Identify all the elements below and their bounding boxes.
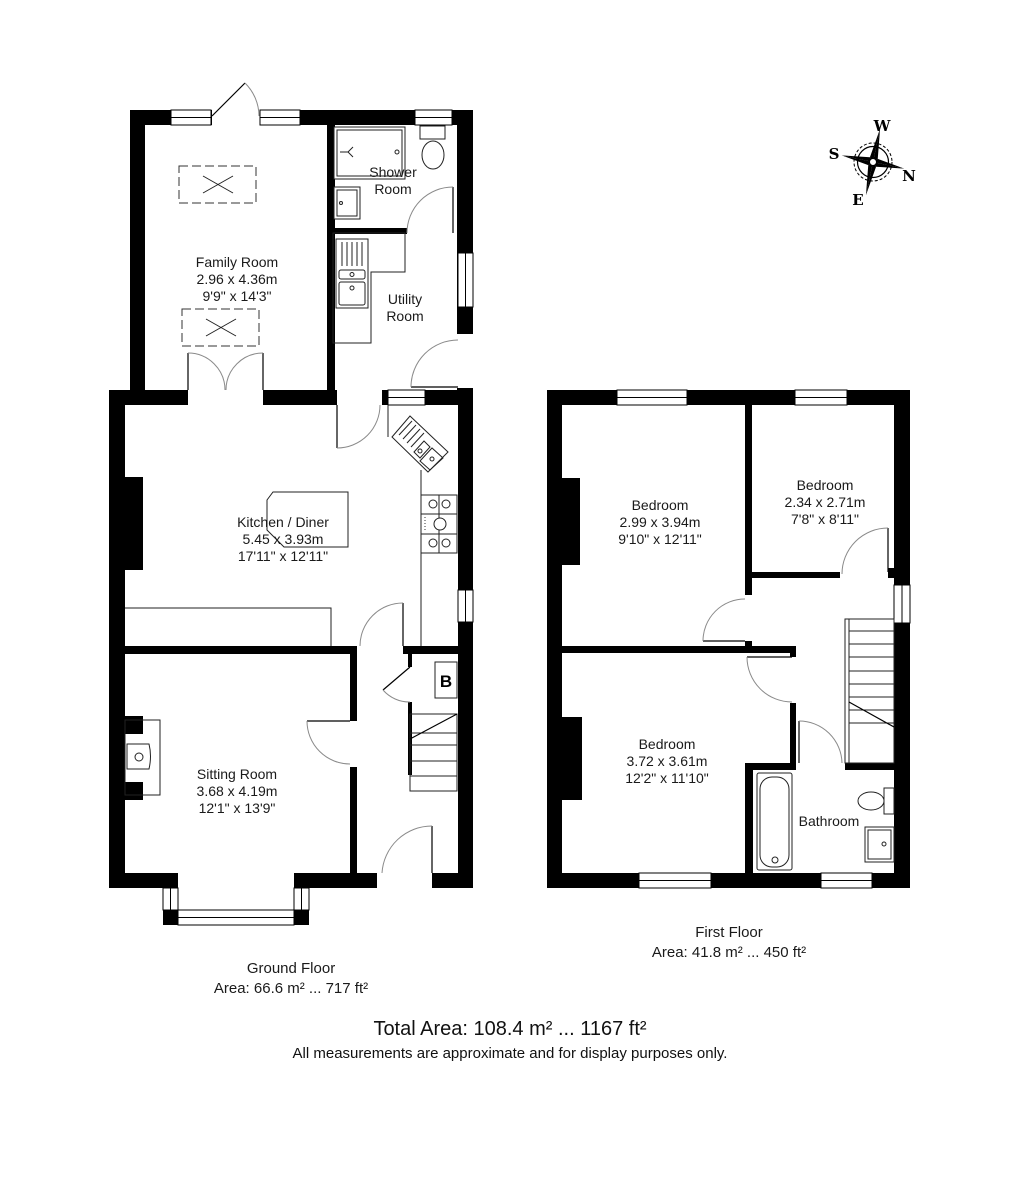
floor-area: Area: 66.6 m² ... 717 ft²: [214, 980, 368, 997]
bedroom-chimney-breast: [562, 478, 580, 565]
room-family-room: Family Room 2.96 x 4.36m 9'9" x 14'3": [196, 254, 278, 304]
first-floor-room-labels: Bedroom 2.99 x 3.94m 9'10" x 12'11" Bedr…: [618, 477, 865, 829]
room-utility-room: Utility Room: [386, 291, 423, 324]
room-name-line1: Shower: [369, 164, 417, 180]
floor-title: Ground Floor: [247, 960, 335, 977]
floor-area: Area: 41.8 m² ... 450 ft²: [652, 944, 806, 961]
room-size-imperial: 7'8" x 8'11": [791, 511, 859, 527]
room-name-line1: Utility: [388, 291, 422, 307]
skylight-icon: [181, 308, 260, 347]
disclaimer: All measurements are approximate and for…: [293, 1045, 728, 1062]
room-bedroom-2: Bedroom 2.34 x 2.71m 7'8" x 8'11": [785, 477, 866, 527]
boiler-label: B: [440, 672, 452, 691]
room-size-metric: 2.34 x 2.71m: [785, 494, 866, 510]
ground-floor-stairs: [409, 713, 458, 792]
room-name: Family Room: [196, 254, 278, 270]
basin-icon: [864, 826, 895, 863]
basin-icon: [333, 186, 361, 220]
compass-south-label: S: [829, 145, 840, 163]
kitchen-sink-icon: [391, 415, 449, 473]
shower-tray-icon: [333, 126, 406, 180]
compass-icon: W S N E: [829, 117, 917, 209]
room-size-metric: 3.68 x 4.19m: [197, 783, 278, 799]
room-name: Bathroom: [799, 813, 860, 829]
first-floor-stairs: [844, 618, 895, 764]
ground-floor-doors: [187, 82, 459, 874]
footer: Total Area: 108.4 m² ... 1167 ft² All me…: [293, 1018, 728, 1062]
ground-floor-caption: Ground Floor Area: 66.6 m² ... 717 ft²: [214, 960, 368, 997]
skylight-icon: [178, 165, 257, 204]
toilet-icon: [857, 787, 895, 815]
room-size-metric: 3.72 x 3.61m: [627, 753, 708, 769]
bedroom-chimney-breast: [562, 717, 582, 800]
hob-icon: [420, 494, 458, 554]
ground-floor-plan: B Family Room 2.96 x 4.36m 9'9" x 14'3" …: [109, 82, 474, 997]
ground-floor-windows: [162, 109, 474, 926]
room-size-metric: 5.45 x 3.93m: [243, 531, 324, 547]
room-bedroom-3: Bedroom 3.72 x 3.61m 12'2" x 11'10": [625, 736, 709, 786]
room-shower-room: Shower Room: [369, 164, 417, 197]
boiler-icon: B: [434, 661, 458, 699]
kitchen-counter: [125, 607, 332, 646]
first-floor-caption: First Floor Area: 41.8 m² ... 450 ft²: [652, 924, 806, 961]
room-size-metric: 2.96 x 4.36m: [197, 271, 278, 287]
room-kitchen-diner: Kitchen / Diner 5.45 x 3.93m 17'11" x 12…: [237, 514, 329, 564]
room-size-imperial: 17'11" x 12'11": [238, 548, 328, 564]
kitchen-island: [266, 491, 349, 548]
first-floor-fixtures: [756, 618, 895, 871]
floor-title: First Floor: [695, 924, 763, 941]
room-name: Bedroom: [639, 736, 696, 752]
room-size-imperial: 12'2" x 11'10": [625, 770, 709, 786]
first-floor-windows: [616, 389, 911, 889]
compass-north-label: N: [902, 167, 916, 185]
room-bedroom-1: Bedroom 2.99 x 3.94m 9'10" x 12'11": [618, 497, 702, 547]
room-bathroom: Bathroom: [799, 813, 860, 829]
first-floor-plan: Bedroom 2.99 x 3.94m 9'10" x 12'11" Bedr…: [547, 389, 911, 961]
room-name-line2: Room: [386, 308, 423, 324]
fireplace-icon: [124, 719, 161, 796]
room-name: Bedroom: [797, 477, 854, 493]
utility-counter: [332, 232, 406, 344]
room-name: Kitchen / Diner: [237, 514, 329, 530]
room-name: Sitting Room: [197, 766, 277, 782]
toilet-icon: [419, 125, 446, 170]
room-size-imperial: 9'9" x 14'3": [203, 288, 272, 304]
bathtub-icon: [756, 772, 793, 871]
room-name: Bedroom: [632, 497, 689, 513]
room-sitting-room: Sitting Room 3.68 x 4.19m 12'1" x 13'9": [197, 766, 278, 816]
utility-sink-icon: [335, 238, 369, 309]
room-size-metric: 2.99 x 3.94m: [620, 514, 701, 530]
compass-east-label: E: [852, 191, 863, 209]
ground-floor-room-labels: Family Room 2.96 x 4.36m 9'9" x 14'3" Sh…: [196, 164, 424, 816]
room-size-imperial: 12'1" x 13'9": [199, 800, 276, 816]
first-floor-doors: [702, 527, 889, 764]
ground-floor-fixtures: B: [124, 125, 458, 796]
compass-west-label: W: [873, 117, 892, 135]
total-area: Total Area: 108.4 m² ... 1167 ft²: [373, 1018, 646, 1040]
room-name-line2: Room: [374, 181, 411, 197]
kitchen-chimney-breast: [125, 477, 143, 570]
ground-floor-openings: [178, 109, 474, 889]
room-size-imperial: 9'10" x 12'11": [618, 531, 702, 547]
